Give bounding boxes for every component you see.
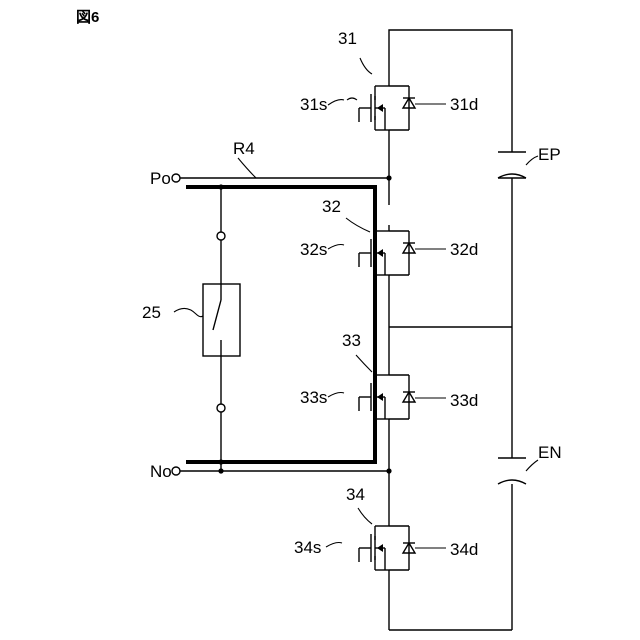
label-po: Po xyxy=(150,169,171,188)
terminal-po-icon xyxy=(172,174,180,182)
33-leader xyxy=(356,355,372,372)
25-leader xyxy=(174,308,203,316)
label-32s: 32s xyxy=(300,240,327,259)
mosfet-32-icon xyxy=(359,225,409,281)
label-en: EN xyxy=(538,443,562,462)
ep-leader xyxy=(526,156,538,165)
label-r4: R4 xyxy=(233,139,255,158)
label-31: 31 xyxy=(338,29,357,48)
label-31s: 31s xyxy=(300,95,327,114)
label-34d: 34d xyxy=(450,540,478,559)
en-leader xyxy=(526,460,538,471)
mosfet-34-icon xyxy=(359,520,409,576)
switch-25-icon xyxy=(203,284,240,356)
label-33: 33 xyxy=(342,331,361,350)
label-34s: 34s xyxy=(294,538,321,557)
dc-bus-loop xyxy=(389,30,512,152)
figure-title: 図6 xyxy=(76,9,99,26)
31-leader xyxy=(360,58,372,74)
mosfet-31-icon xyxy=(359,80,409,136)
label-32: 32 xyxy=(322,197,341,216)
31s-lead xyxy=(328,100,344,105)
capacitor-en-icon xyxy=(498,458,526,484)
label-no: No xyxy=(150,462,172,481)
mosfet-33-icon xyxy=(359,369,409,425)
31s-leader xyxy=(347,98,357,100)
34-leader xyxy=(358,508,372,524)
r4-leader xyxy=(238,158,256,178)
label-33d: 33d xyxy=(450,391,478,410)
label-25: 25 xyxy=(142,303,161,322)
label-33s: 33s xyxy=(300,388,327,407)
terminal-no-icon xyxy=(172,467,180,475)
label-31d: 31d xyxy=(450,95,478,114)
capacitor-ep-icon xyxy=(498,152,526,178)
32-leader xyxy=(346,218,370,232)
label-ep: EP xyxy=(538,145,561,164)
label-32d: 32d xyxy=(450,240,478,259)
label-34: 34 xyxy=(346,485,365,504)
